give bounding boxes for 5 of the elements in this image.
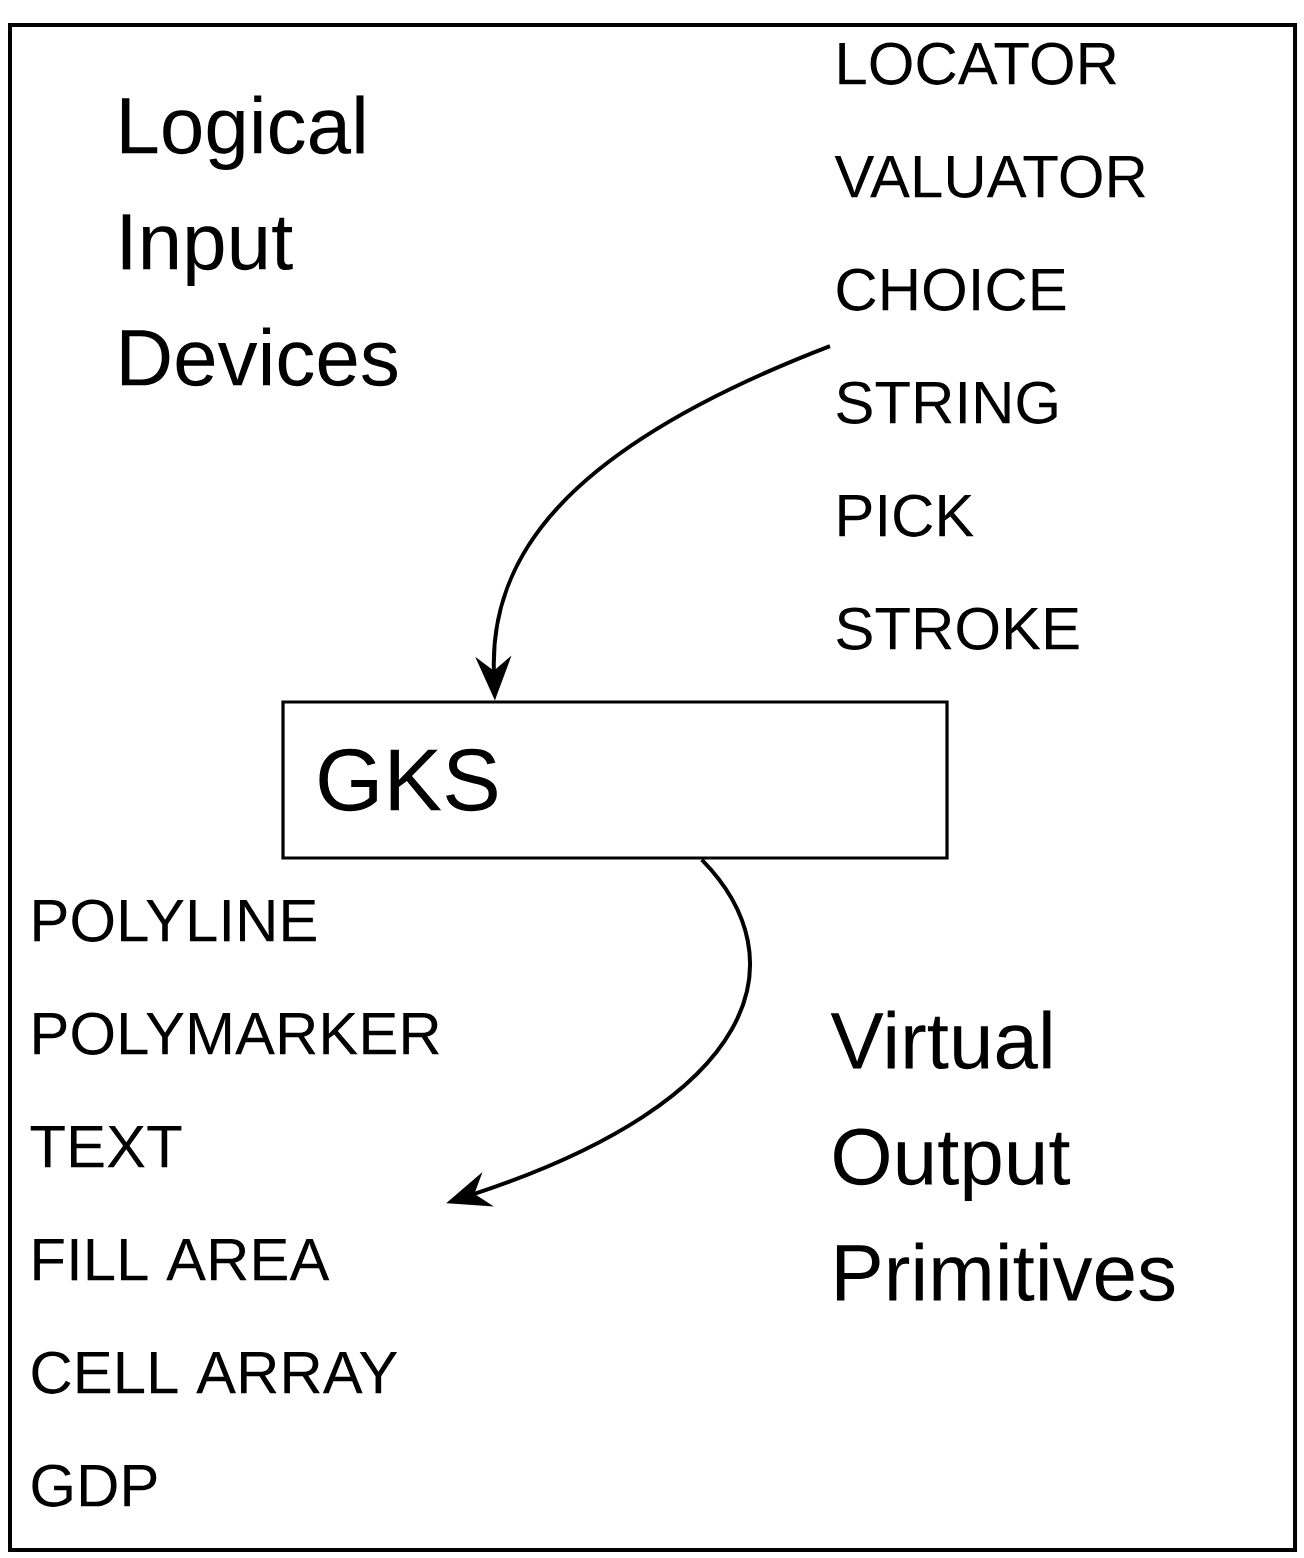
heading: Logical Input Devices <box>121 95 397 387</box>
item-list: POLYLINE POLYMARKER TEXT FILL AREA CELL ARRAY GDP <box>30 899 439 1507</box>
process-box: GKS <box>281 700 949 860</box>
heading: Virtual Output Primitives <box>830 1010 1175 1302</box>
item-list: LOCATOR VALUATOR CHOICE STRING PICK STROKE <box>834 42 1146 650</box>
